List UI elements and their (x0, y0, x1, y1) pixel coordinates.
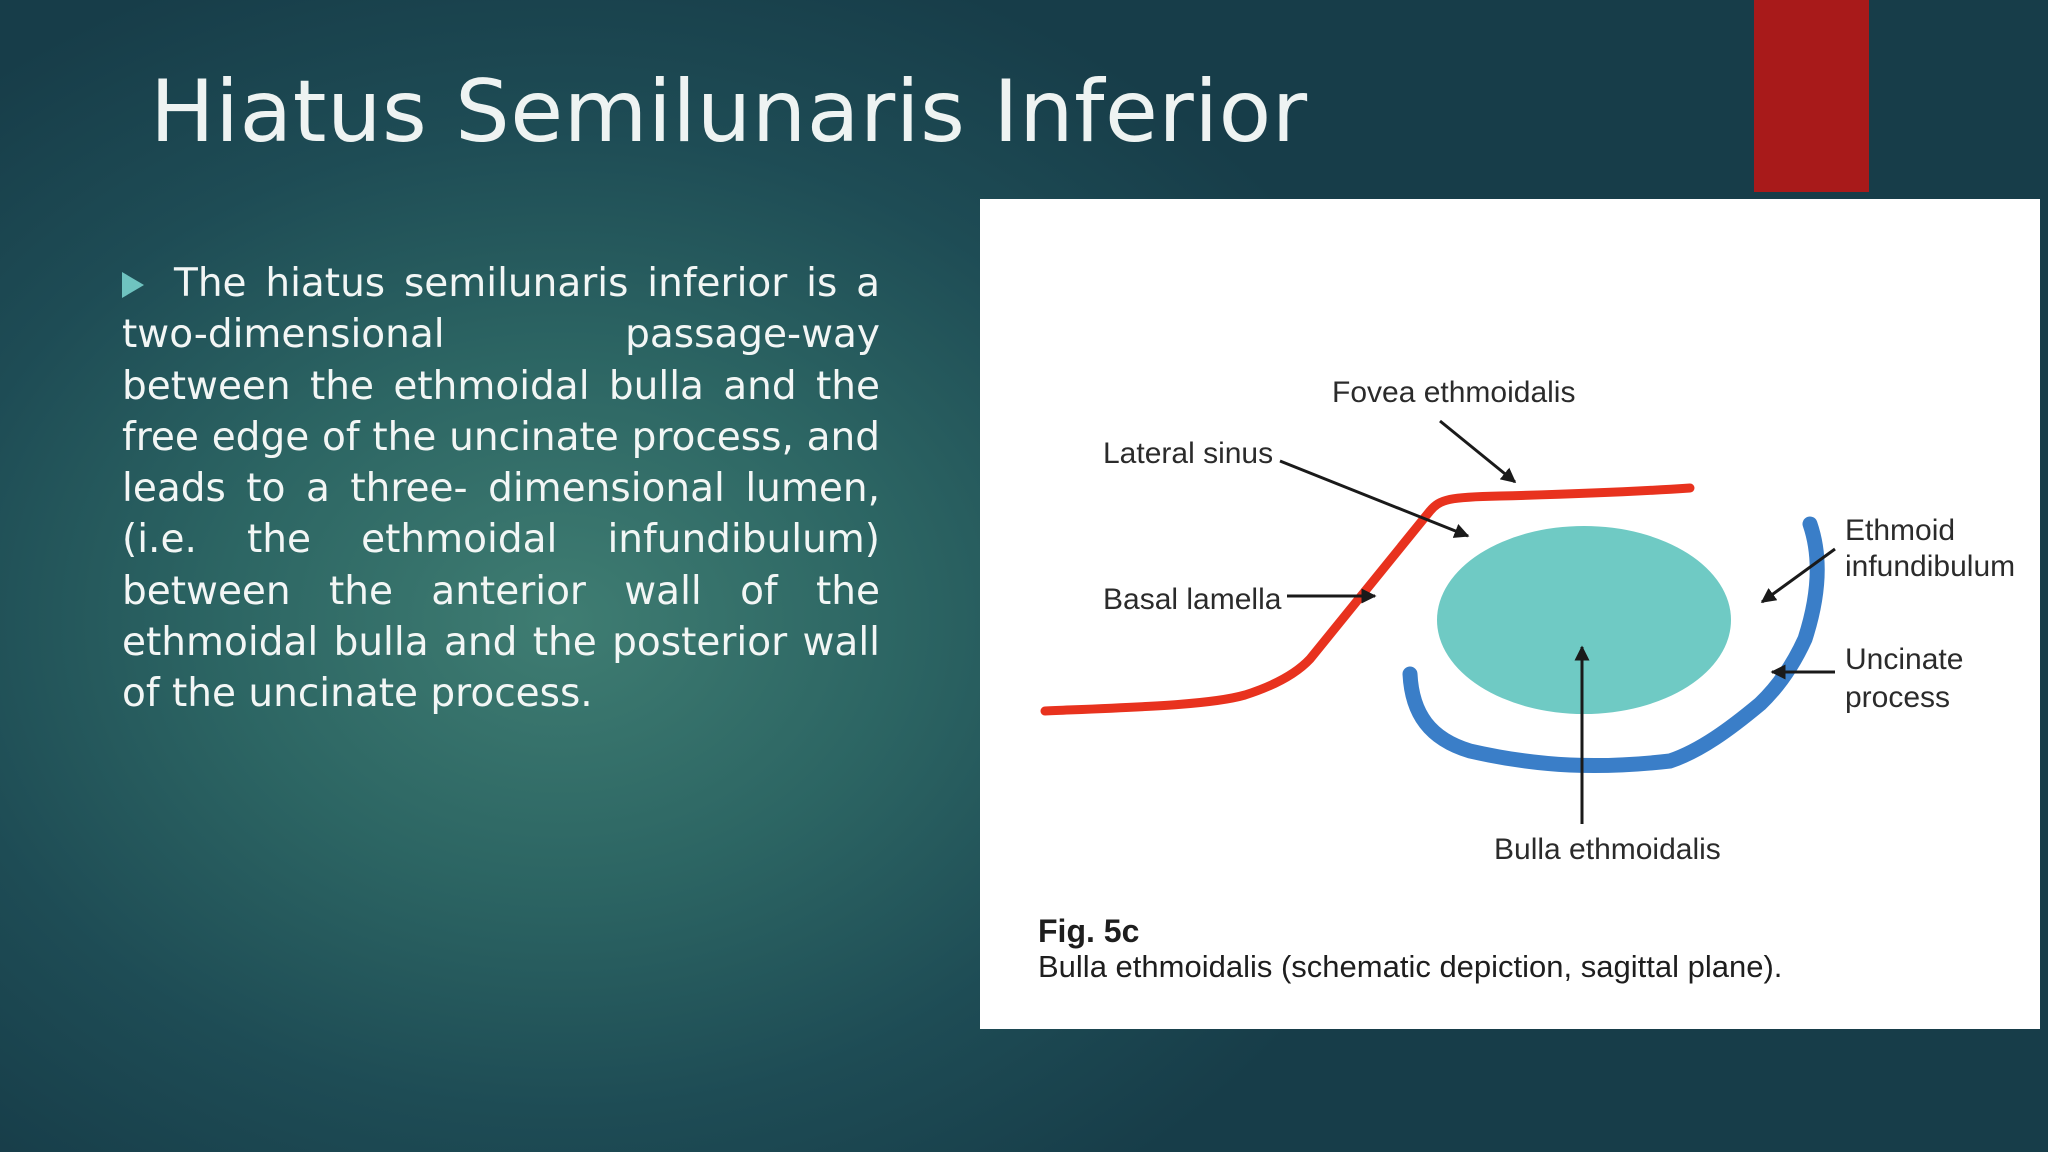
label-bulla-ethmoidalis: Bulla ethmoidalis (1494, 833, 1721, 866)
label-infundibulum: infundibulum (1845, 550, 2015, 583)
slide-title: Hiatus Semilunaris Inferior (150, 62, 1308, 162)
label-process: process (1845, 681, 1950, 714)
bullet-text: The hiatus semilunaris inferior is a two… (122, 261, 880, 717)
ethmoid-infundibulum-arrow (1760, 547, 1836, 604)
fovea-arrow (1439, 419, 1517, 484)
triangle-bullet-icon (122, 272, 144, 298)
red-accent-bar (1754, 0, 1869, 192)
caption-figure-number: Fig. 5c (1038, 913, 1140, 949)
label-ethmoid: Ethmoid (1845, 514, 1955, 547)
anatomy-figure: Fovea ethmoidalis Lateral sinus Basal la… (980, 199, 2040, 1029)
caption-text: Bulla ethmoidalis (schematic depiction, … (1038, 949, 1783, 984)
bulla-ellipse (1437, 526, 1731, 714)
label-lateral-sinus: Lateral sinus (1103, 437, 1273, 470)
uncinate-line (1402, 516, 1825, 774)
label-basal-lamella: Basal lamella (1103, 583, 1282, 616)
lateral-sinus-arrow (1279, 459, 1470, 538)
ethmoid-diagram: Fovea ethmoidalis Lateral sinus Basal la… (1040, 376, 2015, 866)
figure-caption: Fig. 5c Bulla ethmoidalis (schematic dep… (1038, 913, 2018, 985)
basal-lamella-line (1040, 483, 1695, 716)
bullet-paragraph: The hiatus semilunaris inferior is a two… (122, 258, 880, 720)
label-uncinate: Uncinate (1845, 643, 1963, 676)
label-fovea-ethmoidalis: Fovea ethmoidalis (1332, 376, 1575, 409)
